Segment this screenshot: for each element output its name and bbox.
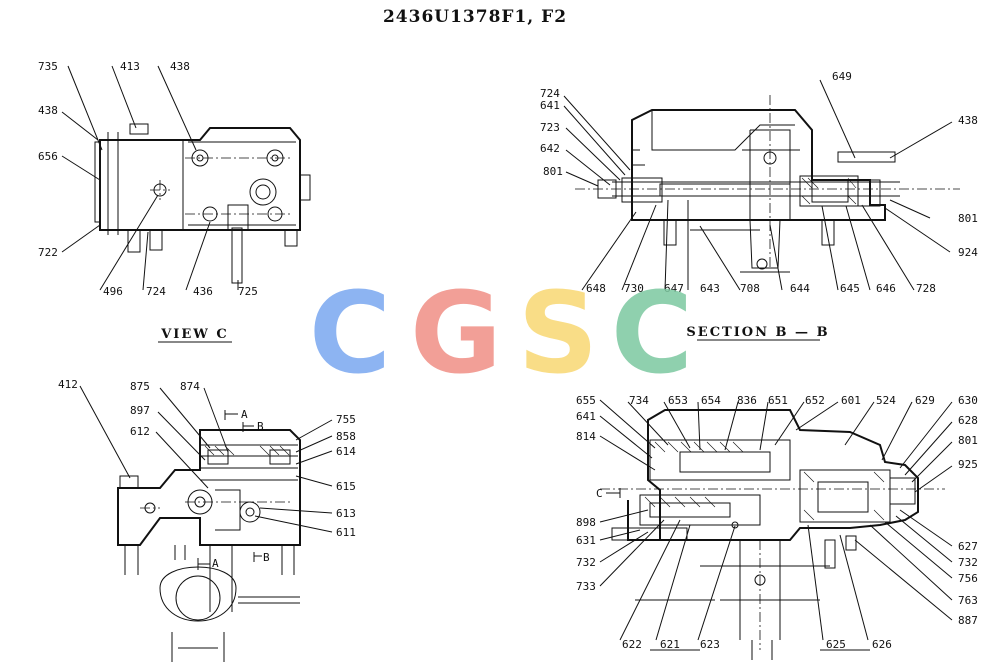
callout-label: 630 — [958, 394, 978, 407]
callout-label: 648 — [586, 282, 606, 295]
section-marker-label: B — [257, 420, 264, 433]
callout-label: 438 — [958, 114, 978, 127]
callout-label: 656 — [38, 150, 58, 163]
callout-label: 858 — [336, 430, 356, 443]
callout-label: 898 — [576, 516, 596, 529]
callout-label: 496 — [103, 285, 123, 298]
callout-label: 874 — [180, 380, 200, 393]
section-marker-label: B — [263, 551, 270, 564]
callout-label: 708 — [740, 282, 760, 295]
view-c-drawing — [117, 429, 301, 662]
callout-label: 625 — [826, 638, 846, 651]
top-left-leaders — [61, 65, 239, 291]
callout-label: 601 — [841, 394, 861, 407]
callout-label: 627 — [958, 540, 978, 553]
callout-label: 611 — [336, 526, 356, 539]
callout-label: 642 — [540, 142, 560, 155]
callout-label: 645 — [840, 282, 860, 295]
callout-label: 612 — [130, 425, 150, 438]
top-left-view — [94, 123, 311, 284]
callout-label: 524 — [876, 394, 896, 407]
view-c-title: VIEW C — [160, 327, 229, 342]
callout-label: 623 — [700, 638, 720, 651]
callout-label: 735 — [38, 60, 58, 73]
callout-label: 655 — [576, 394, 596, 407]
callout-label: 801 — [958, 434, 978, 447]
view-c-leaders — [79, 385, 333, 533]
section-marker-label: C — [596, 487, 603, 500]
callout-label: 644 — [790, 282, 810, 295]
callout-label: 643 — [700, 282, 720, 295]
callout-label: 732 — [576, 556, 596, 569]
top-right-leaders — [563, 79, 953, 291]
callout-label: 728 — [916, 282, 936, 295]
callout-label: 763 — [958, 594, 978, 607]
callout-label: 615 — [336, 480, 356, 493]
callout-label: 436 — [193, 285, 213, 298]
callout-label: 836 — [737, 394, 757, 407]
callout-label: 724 — [540, 87, 560, 100]
callout-label: 801 — [543, 165, 563, 178]
section-bb-callout-labels: 655 734 653 654 836 651 652 601 524 629 … — [576, 394, 978, 651]
watermark-letter: G — [410, 269, 502, 399]
callout-label: 647 — [664, 282, 684, 295]
callout-label: 924 — [958, 246, 978, 259]
callout-label: 621 — [660, 638, 680, 651]
section-bb-c-marker: C — [596, 487, 621, 500]
section-marker-label: A — [212, 557, 219, 570]
callout-label: 614 — [336, 445, 356, 458]
cgsc-watermark: C G S C — [309, 269, 693, 399]
callout-label: 413 — [120, 60, 140, 73]
callout-label: 730 — [624, 282, 644, 295]
top-left-callout-labels: 735 413 438 438 656 722 496 724 436 725 — [38, 60, 258, 298]
callout-label: 733 — [576, 580, 596, 593]
callout-label: 613 — [336, 507, 356, 520]
callout-label: 724 — [146, 285, 166, 298]
callout-label: 651 — [768, 394, 788, 407]
callout-label: 756 — [958, 572, 978, 585]
callout-label: 723 — [540, 121, 560, 134]
section-bb-title: SECTION B — B — [686, 325, 829, 340]
callout-label: 725 — [238, 285, 258, 298]
callout-label: 641 — [576, 410, 596, 423]
callout-label: 897 — [130, 404, 150, 417]
callout-label: 628 — [958, 414, 978, 427]
top-right-callout-labels: 724 641 723 642 801 649 438 801 924 648 … — [540, 70, 978, 295]
callout-label: 732 — [958, 556, 978, 569]
callout-label: 641 — [540, 99, 560, 112]
callout-label: 722 — [38, 246, 58, 259]
callout-label: 925 — [958, 458, 978, 471]
watermark-letter: C — [309, 269, 391, 399]
callout-label: 631 — [576, 534, 596, 547]
view-c-callout-labels: 412 875 874 897 612 755 858 614 615 613 … — [58, 378, 356, 539]
callout-label: 629 — [915, 394, 935, 407]
callout-label: 438 — [38, 104, 58, 117]
callout-label: 412 — [58, 378, 78, 391]
section-marker-label: A — [241, 408, 248, 421]
callout-label: 755 — [336, 413, 356, 426]
callout-label: 649 — [832, 70, 852, 83]
callout-label: 646 — [876, 282, 896, 295]
callout-label: 653 — [668, 394, 688, 407]
callout-label: 626 — [872, 638, 892, 651]
section-bb-drawing — [600, 409, 945, 660]
watermark-letter: S — [518, 269, 599, 399]
top-right-view — [575, 95, 960, 273]
callout-label: 887 — [958, 614, 978, 627]
watermark-letter: C — [611, 269, 693, 399]
section-bb-leaders — [599, 399, 953, 641]
callout-label: 875 — [130, 380, 150, 393]
callout-label: 622 — [622, 638, 642, 651]
callout-label: 652 — [805, 394, 825, 407]
callout-label: 734 — [629, 394, 649, 407]
callout-label: 438 — [170, 60, 190, 73]
callout-label: 814 — [576, 430, 596, 443]
callout-label: 654 — [701, 394, 721, 407]
drawing-number: 2436U1378F1, F2 — [383, 7, 567, 27]
view-c-section-markers: A B B A — [197, 408, 270, 570]
callout-label: 801 — [958, 212, 978, 225]
